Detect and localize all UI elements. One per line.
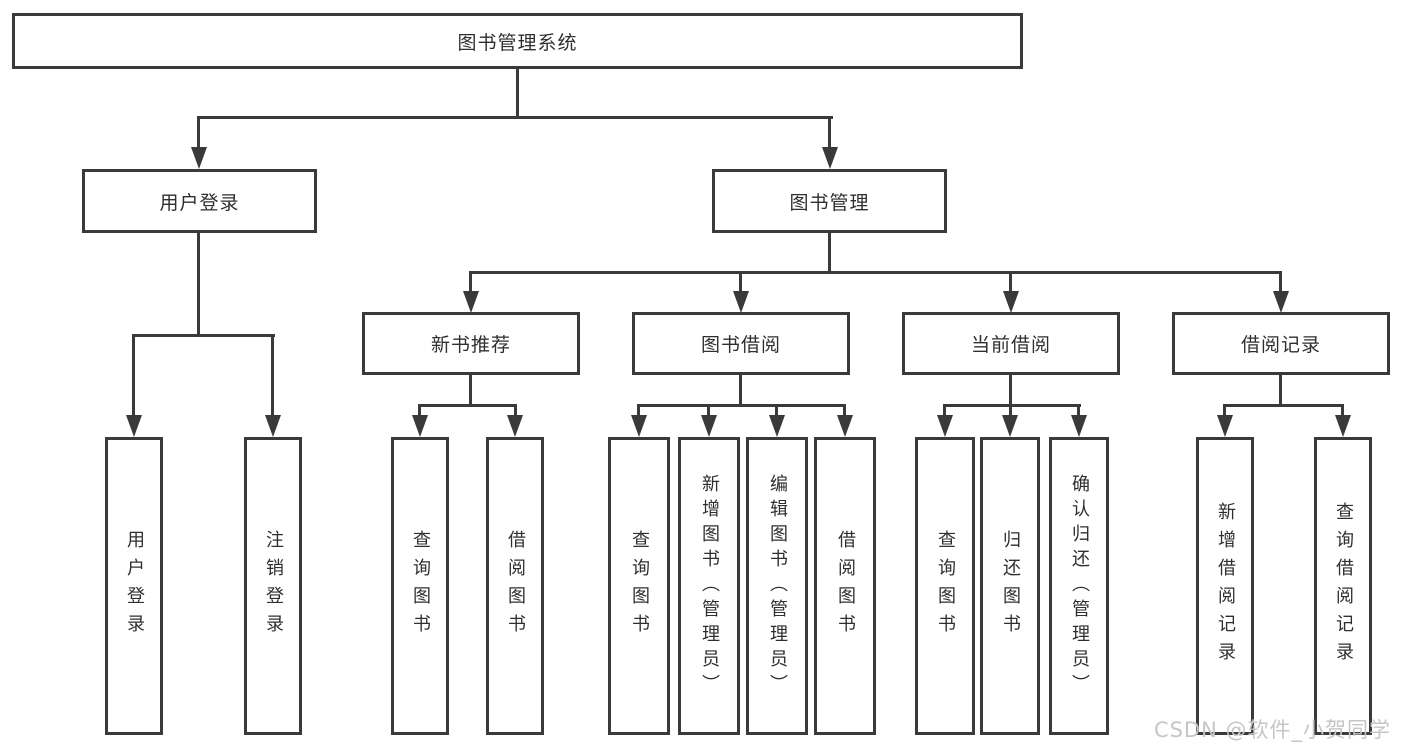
node-book-mgmt: 图书管理 [712,169,947,233]
connector-to-borrow-records-line [1279,271,1282,293]
connector-to-nb-borrow-line [514,404,517,417]
connector-root-drop [516,68,519,119]
node-user-login: 用户登录 [82,169,317,233]
arrow-to-borrow-records [1273,291,1289,313]
node-borrow-records: 借阅记录 [1172,312,1390,375]
node-root: 图书管理系统 [12,13,1023,69]
arrow-to-ul-login [126,415,142,437]
arrow-to-cb-query [937,415,953,437]
connector-borrow-records-drop [1279,375,1282,407]
node-book-borrow: 图书借阅 [632,312,850,375]
connector-to-ul-login-line [132,334,135,418]
connector-user-login-drop [197,232,200,336]
connector-book-borrow-bar [637,404,846,407]
connector-current-borrow-bar [943,404,1081,407]
connector-to-cb-return-line [1009,404,1012,417]
arrow-to-nb-borrow [507,415,523,437]
connector-to-bb-add-line [707,404,710,417]
arrow-to-book-borrow [733,291,749,313]
connector-to-bb-query-line [637,404,640,417]
connector-current-borrow-drop [1009,375,1012,407]
arrow-to-nb-query [412,415,428,437]
node-bb-add: 新增图书（管理员） [678,437,740,735]
connector-to-bb-edit-line [775,404,778,417]
connector-user-login-bar [132,334,275,337]
connector-to-book-borrow-line [739,271,742,293]
arrow-to-current-borrow [1003,291,1019,313]
arrow-to-new-book-rec [463,291,479,313]
connector-root-bar [197,116,833,119]
arrow-to-user-login [191,147,207,169]
connector-to-current-borrow-line [1009,271,1012,293]
node-cb-query: 查询图书 [915,437,975,735]
arrow-to-ul-logout [265,415,281,437]
arrow-to-bb-borrow [837,415,853,437]
connector-to-br-add-line [1223,404,1226,417]
connector-to-nb-query-line [418,404,421,417]
connector-to-bb-borrow-line [843,404,846,417]
node-cb-return: 归还图书 [980,437,1040,735]
connector-book-mgmt-drop [828,232,831,274]
connector-to-br-query-line [1341,404,1344,417]
node-nb-borrow: 借阅图书 [486,437,544,735]
connector-to-cb-confirm-line [1077,404,1080,417]
node-ul-logout: 注销登录 [244,437,302,735]
connector-book-mgmt-bar [469,271,1282,274]
connector-to-ul-logout-line [271,334,274,418]
node-br-query: 查询借阅记录 [1314,437,1372,735]
node-new-book-rec: 新书推荐 [362,312,580,375]
arrow-to-br-query [1335,415,1351,437]
connector-new-book-rec-drop [469,375,472,407]
connector-book-borrow-drop [739,375,742,407]
node-bb-query: 查询图书 [608,437,670,735]
connector-borrow-records-bar [1223,404,1344,407]
arrow-to-cb-confirm [1071,415,1087,437]
connector-to-user-login-line [197,116,200,149]
node-cb-confirm: 确认归还（管理员） [1049,437,1109,735]
connector-to-book-mgmt-line [828,116,831,149]
node-br-add: 新增借阅记录 [1196,437,1254,735]
arrow-to-bb-add [701,415,717,437]
node-ul-login: 用户登录 [105,437,163,735]
watermark-text: CSDN @软件_小贺同学 [1153,718,1391,742]
connector-to-new-book-rec-line [469,271,472,293]
arrow-to-book-mgmt [822,147,838,169]
node-bb-borrow: 借阅图书 [814,437,876,735]
node-bb-edit: 编辑图书（管理员） [746,437,808,735]
arrow-to-bb-query [631,415,647,437]
node-nb-query: 查询图书 [391,437,449,735]
arrow-to-bb-edit [769,415,785,437]
arrow-to-cb-return [1002,415,1018,437]
connector-to-cb-query-line [943,404,946,417]
node-current-borrow: 当前借阅 [902,312,1120,375]
arrow-to-br-add [1217,415,1233,437]
connector-new-book-rec-bar [418,404,517,407]
